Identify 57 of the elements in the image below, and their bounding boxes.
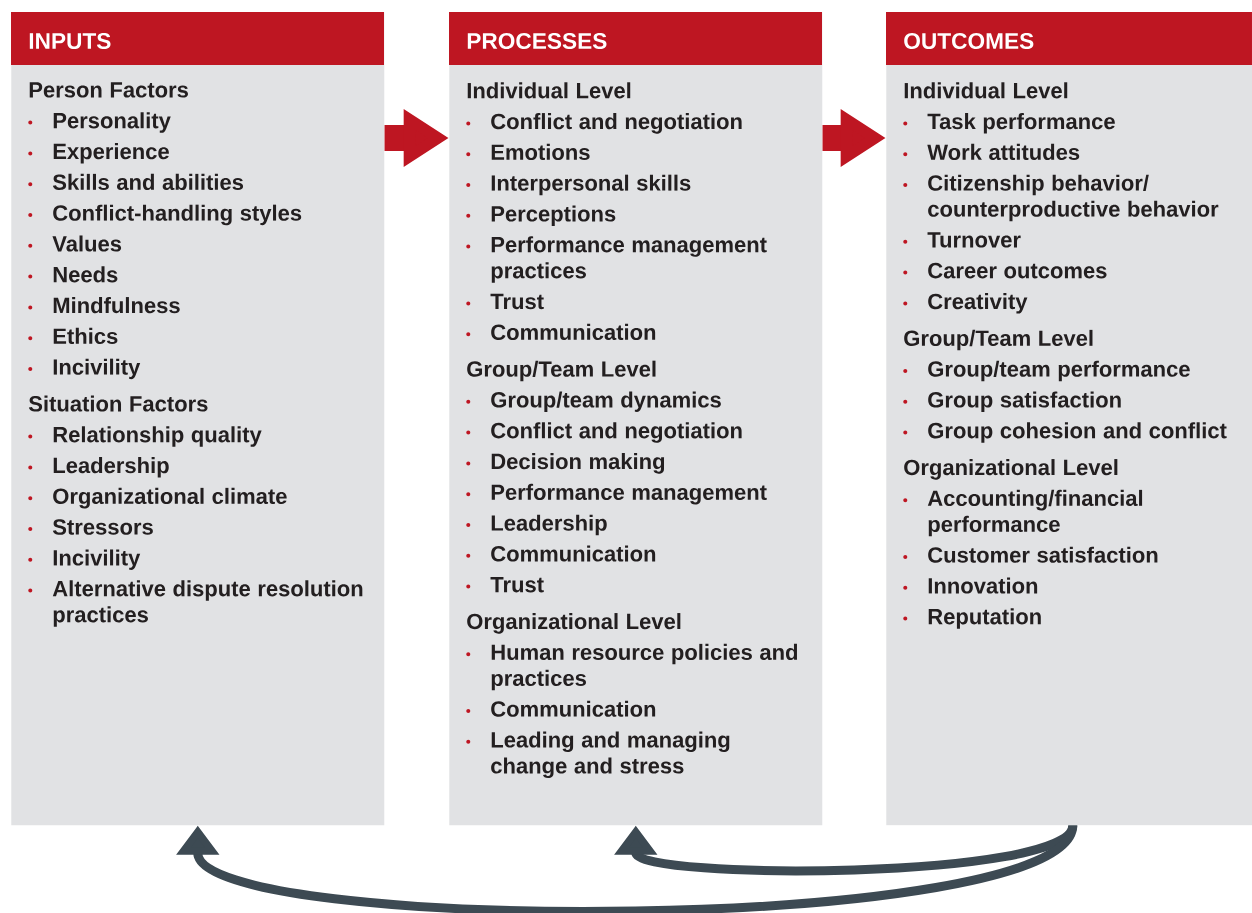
list-item: Conflict-handling styles: [28, 204, 302, 226]
list-item: Group cohesion and conflict: [903, 422, 1227, 443]
list-item: Leadership: [466, 514, 607, 536]
list-item: Reputation: [903, 608, 1041, 629]
list-item: Accounting/financial performance: [903, 489, 1143, 537]
section-heading: Group/Team Level: [904, 329, 1093, 351]
list-item: Customer satisfaction: [903, 546, 1158, 563]
list-item: Creativity: [903, 293, 1028, 314]
list-item: Trust: [466, 577, 544, 593]
list-item: Innovation: [903, 577, 1038, 594]
list-item: Communication: [466, 545, 656, 562]
list-item: Ethics: [28, 327, 118, 344]
list-item: Work attitudes: [903, 143, 1080, 160]
section-heading: Situation Factors: [28, 395, 208, 412]
list-item: Relationship quality: [28, 426, 262, 447]
list-item: Citizenship behavior/ counterproductive behavior: [903, 174, 1219, 222]
list-item: Leading and managing change and stress: [466, 731, 730, 779]
list-item: Decision making: [466, 453, 665, 474]
list-item: Values: [28, 235, 122, 252]
list-item: Alternative dispute resolution practices: [28, 580, 363, 627]
list-item: Communication: [466, 323, 656, 340]
list-item: Interpersonal skills: [466, 174, 691, 196]
section-heading: Organizational Level: [467, 613, 681, 634]
list-item: Mindfulness: [28, 297, 180, 314]
section-heading: Organizational Level: [904, 459, 1118, 480]
list-item: Group/team performance: [903, 360, 1190, 382]
list-item: Perceptions: [466, 205, 616, 226]
list-item: Turnover: [903, 232, 1021, 248]
list-item: Needs: [28, 266, 118, 283]
list-item: Experience: [28, 143, 169, 164]
list-item: Leadership: [28, 457, 169, 478]
arrow: [176, 823, 1077, 913]
list-item: Performance management: [466, 483, 767, 505]
list-item: Organizational climate: [28, 487, 287, 509]
header-bar: INPUTS: [11, 12, 384, 65]
header-bar: PROCESSES: [449, 12, 822, 65]
list-item: Conflict and negotiation: [466, 113, 742, 134]
list-item: Career outcomes: [903, 262, 1107, 279]
section-heading: Group/Team Level: [467, 360, 656, 382]
list-item: Group satisfaction: [903, 391, 1121, 412]
list-item: Group/team dynamics: [466, 391, 721, 412]
list-item: Trust: [466, 293, 544, 310]
header-bar: OUTCOMES: [886, 12, 1252, 65]
list-item: Skills and abilities: [28, 173, 244, 190]
list-item: Human resource policies and practices: [466, 643, 798, 691]
list-item: Incivility: [28, 549, 141, 570]
list-item: Personality: [28, 112, 171, 133]
section-heading: Individual Level: [904, 82, 1068, 99]
list-item: Emotions: [466, 143, 590, 160]
section-heading: Person Factors: [29, 82, 188, 98]
list-item: Stressors: [28, 519, 153, 535]
list-item: Performance management practices: [466, 236, 767, 283]
list-item: Conflict and negotiation: [466, 422, 742, 443]
list-item: Task performance: [903, 113, 1115, 134]
section-heading: Individual Level: [467, 82, 631, 99]
list-item: Communication: [466, 700, 656, 717]
list-item: Incivility: [28, 358, 141, 380]
